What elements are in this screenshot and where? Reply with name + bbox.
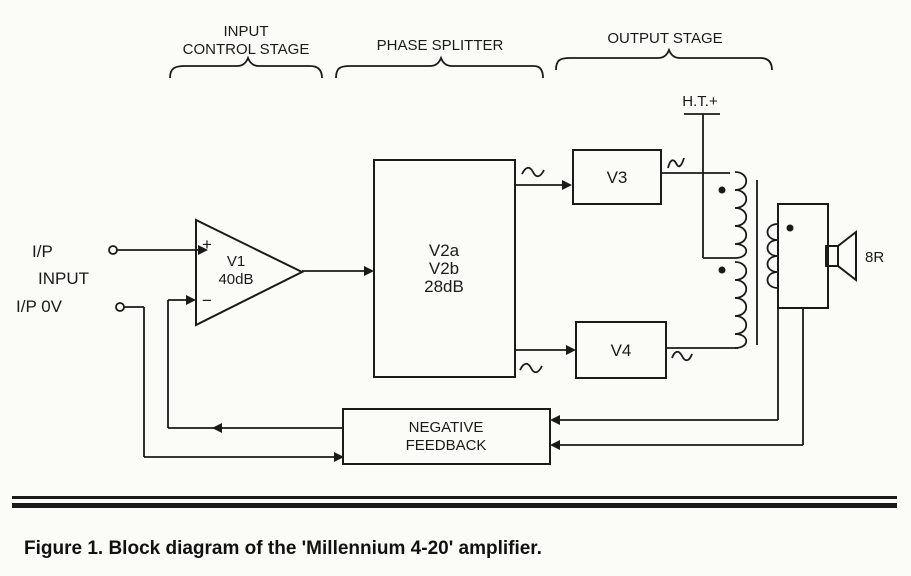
output-valve-v4-label: V4 xyxy=(611,341,632,360)
output-valve-v4-box xyxy=(575,321,667,379)
phase-splitter-box xyxy=(373,159,516,378)
arrow-into-v1-minus xyxy=(186,295,196,305)
brace-phase-splitter xyxy=(335,55,544,79)
polarity-dot-secondary xyxy=(786,224,794,232)
feedback-label-line2: FEEDBACK xyxy=(406,437,487,454)
v1-gain: 40dB xyxy=(218,271,253,288)
arrow-into-splitter xyxy=(364,266,374,276)
stage-heading-input-line2: CONTROL STAGE xyxy=(183,41,310,58)
caption-rule-bottom xyxy=(12,503,897,508)
v1-name: V1 xyxy=(227,253,245,270)
speaker-impedance-label: 8R xyxy=(865,249,884,266)
transformer-primary-upper xyxy=(734,171,748,259)
arrow-into-v1 xyxy=(198,245,208,255)
polarity-dot-upper xyxy=(718,186,726,194)
arrow-feedback-to-v1 xyxy=(212,423,222,433)
polarity-dot-lower xyxy=(718,266,726,274)
negative-feedback-box xyxy=(342,408,551,465)
speaker-loop xyxy=(777,203,829,309)
v1-plus-sign: + xyxy=(202,235,212,254)
caption-rule-top xyxy=(12,496,897,499)
feedback-label-line1: NEGATIVE xyxy=(409,419,484,436)
input-label-ip: I/P xyxy=(32,242,53,261)
splitter-v2a: V2a xyxy=(429,241,460,260)
input-terminal-0v xyxy=(115,302,125,312)
arrow-into-v4 xyxy=(566,345,576,355)
input-label-ip-0v: I/P 0V xyxy=(16,297,63,316)
transformer-primary-lower xyxy=(734,261,748,349)
output-valve-v3-label: V3 xyxy=(607,168,628,187)
ht-plus-label: H.T.+ xyxy=(682,93,718,110)
brace-input-stage xyxy=(169,55,323,79)
waveform-v4-out xyxy=(671,350,693,362)
splitter-gain: 28dB xyxy=(424,277,464,296)
splitter-v2b: V2b xyxy=(429,259,459,278)
stage-heading-output: OUTPUT STAGE xyxy=(607,30,722,47)
output-valve-v3-box xyxy=(572,149,662,205)
brace-output-stage xyxy=(555,47,773,71)
stage-heading-phase-splitter: PHASE SPLITTER xyxy=(377,37,504,54)
arrow-feedback-2 xyxy=(550,440,560,450)
transformer-secondary xyxy=(766,223,779,289)
arrow-into-v3 xyxy=(562,180,572,190)
arrow-into-feedback xyxy=(334,452,344,462)
waveform-splitter-bottom xyxy=(519,362,543,374)
waveform-v3-out xyxy=(667,157,685,169)
stage-heading-input-line1: INPUT xyxy=(224,23,269,40)
waveform-splitter-top xyxy=(521,166,545,178)
v1-minus-sign: − xyxy=(202,291,212,310)
figure-caption: Figure 1. Block diagram of the 'Millenni… xyxy=(24,538,542,559)
arrow-feedback-1 xyxy=(550,415,560,425)
input-terminal-signal xyxy=(108,245,118,255)
amplifier-v1 xyxy=(195,218,305,327)
speaker-cone xyxy=(837,229,857,283)
input-label-input: INPUT xyxy=(38,269,89,288)
